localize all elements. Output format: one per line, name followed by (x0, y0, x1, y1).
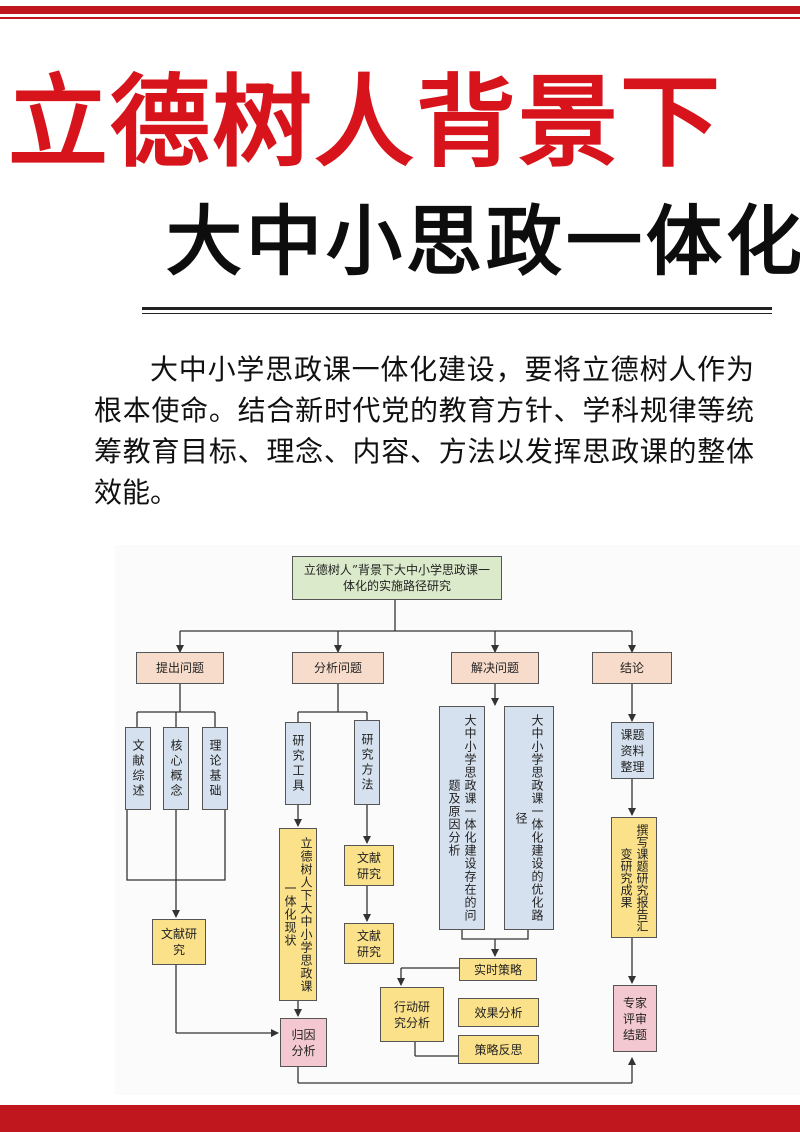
node-research-tools: 研究工具 (285, 722, 311, 805)
node-research-methods: 研究方法 (354, 720, 380, 805)
node-strategy-reflection: 策略反思 (458, 1035, 539, 1064)
node-data-collation: 课题资料整理 (611, 722, 654, 779)
flowchart-connectors (126, 600, 636, 1084)
stage-box-raise-problem: 提出问题 (136, 652, 224, 684)
sub-title: 大中小思政一体化 (166, 197, 800, 286)
stage-box-analyze-problem: 分析问题 (292, 652, 384, 684)
flowchart: 立德树人”背景下大中小学思政课一体化的实施路径研究 提出问题 分析问题 解决问题… (115, 545, 800, 1095)
node-effect-analysis: 效果分析 (458, 998, 539, 1027)
node-literature-research-2: 文献研究 (344, 845, 394, 886)
node-problems-and-causes: 大中小学思政课一体化建设存在的问题及原因分析 (439, 706, 485, 930)
node-current-status: 立德树人下大中小学思政课一体化现状 (279, 828, 317, 1001)
node-expert-review: 专家评审结题 (613, 985, 657, 1052)
node-attribution-analysis: 归因分析 (280, 1018, 327, 1067)
main-title: 立德树人背景下 (8, 64, 722, 181)
diagram-root-box: 立德树人”背景下大中小学思政课一体化的实施路径研究 (292, 556, 502, 600)
node-action-research: 行动研究分析 (380, 987, 444, 1042)
node-real-time-strategy: 实时策略 (459, 958, 537, 981)
top-border-thin (0, 17, 800, 19)
title-rule-thick (142, 307, 772, 310)
node-optimization-path: 大中小学思政课一体化建设的优化路径 (504, 706, 554, 930)
node-literature-research-1: 文献研究 (152, 919, 206, 965)
node-literature-research-3: 文献研究 (344, 923, 394, 964)
node-core-concepts: 核心概念 (163, 727, 189, 810)
node-literature-review: 文献综述 (125, 727, 151, 810)
node-theory-basis: 理论基础 (202, 727, 228, 810)
bottom-border-bar (0, 1105, 800, 1132)
stage-box-conclusion: 结论 (592, 652, 672, 684)
stage-box-solve-problem: 解决问题 (451, 652, 539, 684)
intro-paragraph: 大中小学思政课一体化建设，要将立德树人作为根本使命。结合新时代党的教育方针、学科… (94, 353, 754, 509)
top-border-thick (0, 6, 800, 14)
title-rule-thin (142, 313, 772, 314)
node-research-report: 撰写课题研究报告汇变研究成果 (611, 817, 657, 938)
